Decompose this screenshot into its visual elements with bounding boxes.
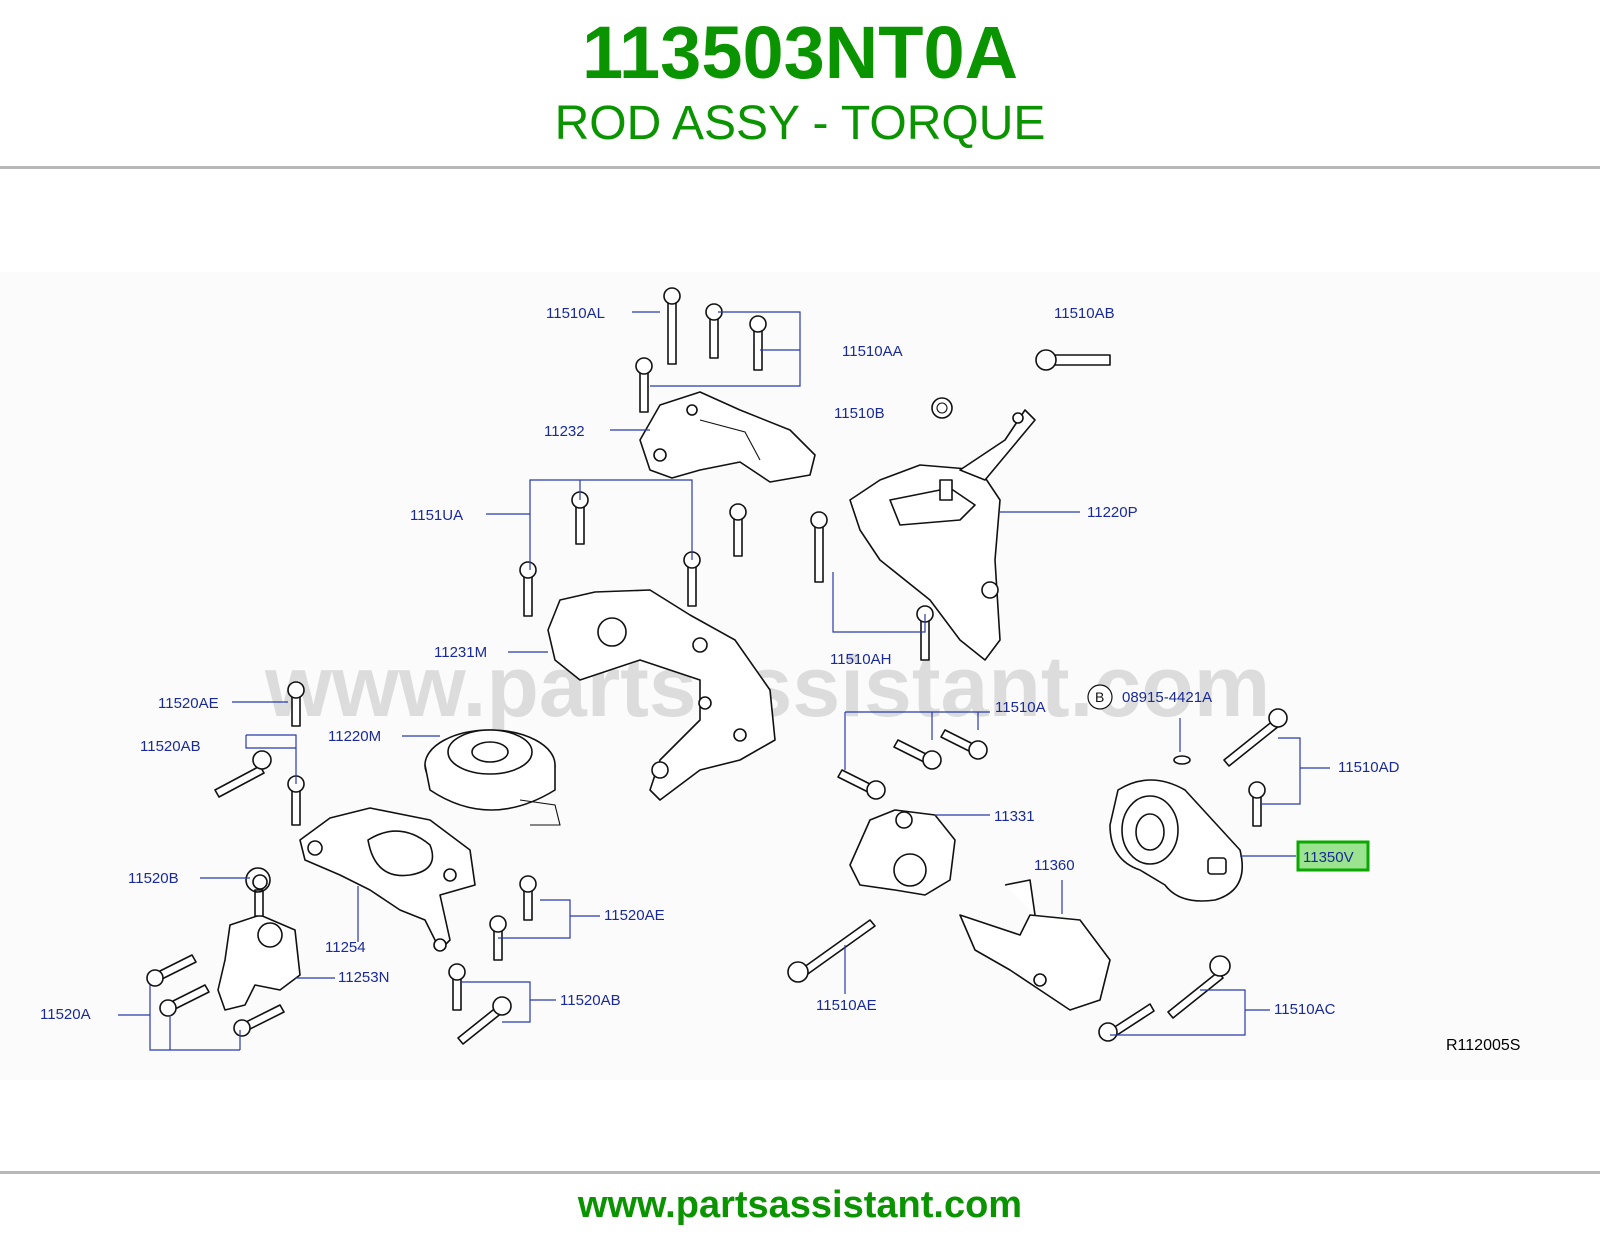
bracket-11331: [849, 809, 956, 896]
callout-08915-4421A: 08915-4421A: [1122, 689, 1212, 706]
leader-lines: [118, 311, 1330, 1051]
callout-11510AC: 11510AC: [1274, 1001, 1336, 1018]
callout-11510B: 11510B: [834, 405, 885, 422]
footer-divider: [0, 1171, 1600, 1174]
callout-11254: 11254: [325, 939, 366, 956]
callout-11520AB-bottom: 11520AB: [560, 992, 621, 1009]
callout-11510AL: 11510AL: [546, 305, 605, 322]
highlighted-part-box: [1296, 840, 1370, 872]
callout-11520AE-bottom: 11520AE: [604, 907, 665, 924]
bracket-11360: [959, 879, 1111, 1011]
callout-11331: 11331: [994, 808, 1035, 825]
callout-11253N: 11253N: [338, 969, 389, 986]
part-name-subtitle: ROD ASSY - TORQUE: [554, 97, 1046, 150]
footer-url-link[interactable]: www.partsassistant.com: [577, 1184, 1023, 1226]
circle-marker-b-label: B: [1095, 689, 1104, 705]
bolts-lower-right: [787, 919, 1231, 1042]
callout-11520B: 11520B: [128, 870, 179, 887]
callout-11232: 11232: [544, 423, 585, 440]
callout-11220M: 11220M: [328, 728, 381, 745]
callout-11220P: 11220P: [1087, 504, 1138, 521]
rod-assy-11350V: [1109, 755, 1244, 902]
member-11231M: [547, 589, 776, 801]
callout-11520A: 11520A: [40, 1006, 91, 1023]
callout-11510AD: 11510AD: [1338, 759, 1400, 776]
circle-marker-b: [1087, 684, 1113, 710]
diagram-reference-code: R112005S: [1446, 1037, 1520, 1054]
header-divider: [0, 166, 1600, 169]
bolts-lower-center: [448, 875, 537, 1045]
part-number-title: 113503NT0A: [581, 11, 1019, 94]
mount-11220P: [849, 409, 1036, 661]
bracket-11232: [639, 391, 816, 483]
callout-11520AE-top: 11520AE: [158, 695, 219, 712]
callout-11510AB: 11510AB: [1054, 305, 1115, 322]
callout-11350V: 11350V: [1303, 849, 1354, 866]
callout-11510AH: 11510AH: [830, 651, 891, 668]
mount-11220M: [424, 729, 561, 826]
callout-1151UA: 1151UA: [410, 507, 463, 524]
callout-11510AE: 11510AE: [816, 997, 877, 1014]
callout-11231M: 11231M: [434, 644, 487, 661]
bracket-11254: [299, 807, 476, 952]
bolts-11220P-side: [810, 349, 1111, 661]
callout-11510AA: 11510AA: [842, 343, 903, 360]
callout-11520AB-top: 11520AB: [140, 738, 201, 755]
bolts-left-upper: [214, 681, 305, 826]
callout-11510A: 11510A: [995, 699, 1046, 716]
bolts-11510AD: [1223, 708, 1288, 827]
bolts-11510A: [837, 729, 988, 800]
mount-11253N: [146, 867, 301, 1037]
callout-11360: 11360: [1034, 857, 1075, 874]
